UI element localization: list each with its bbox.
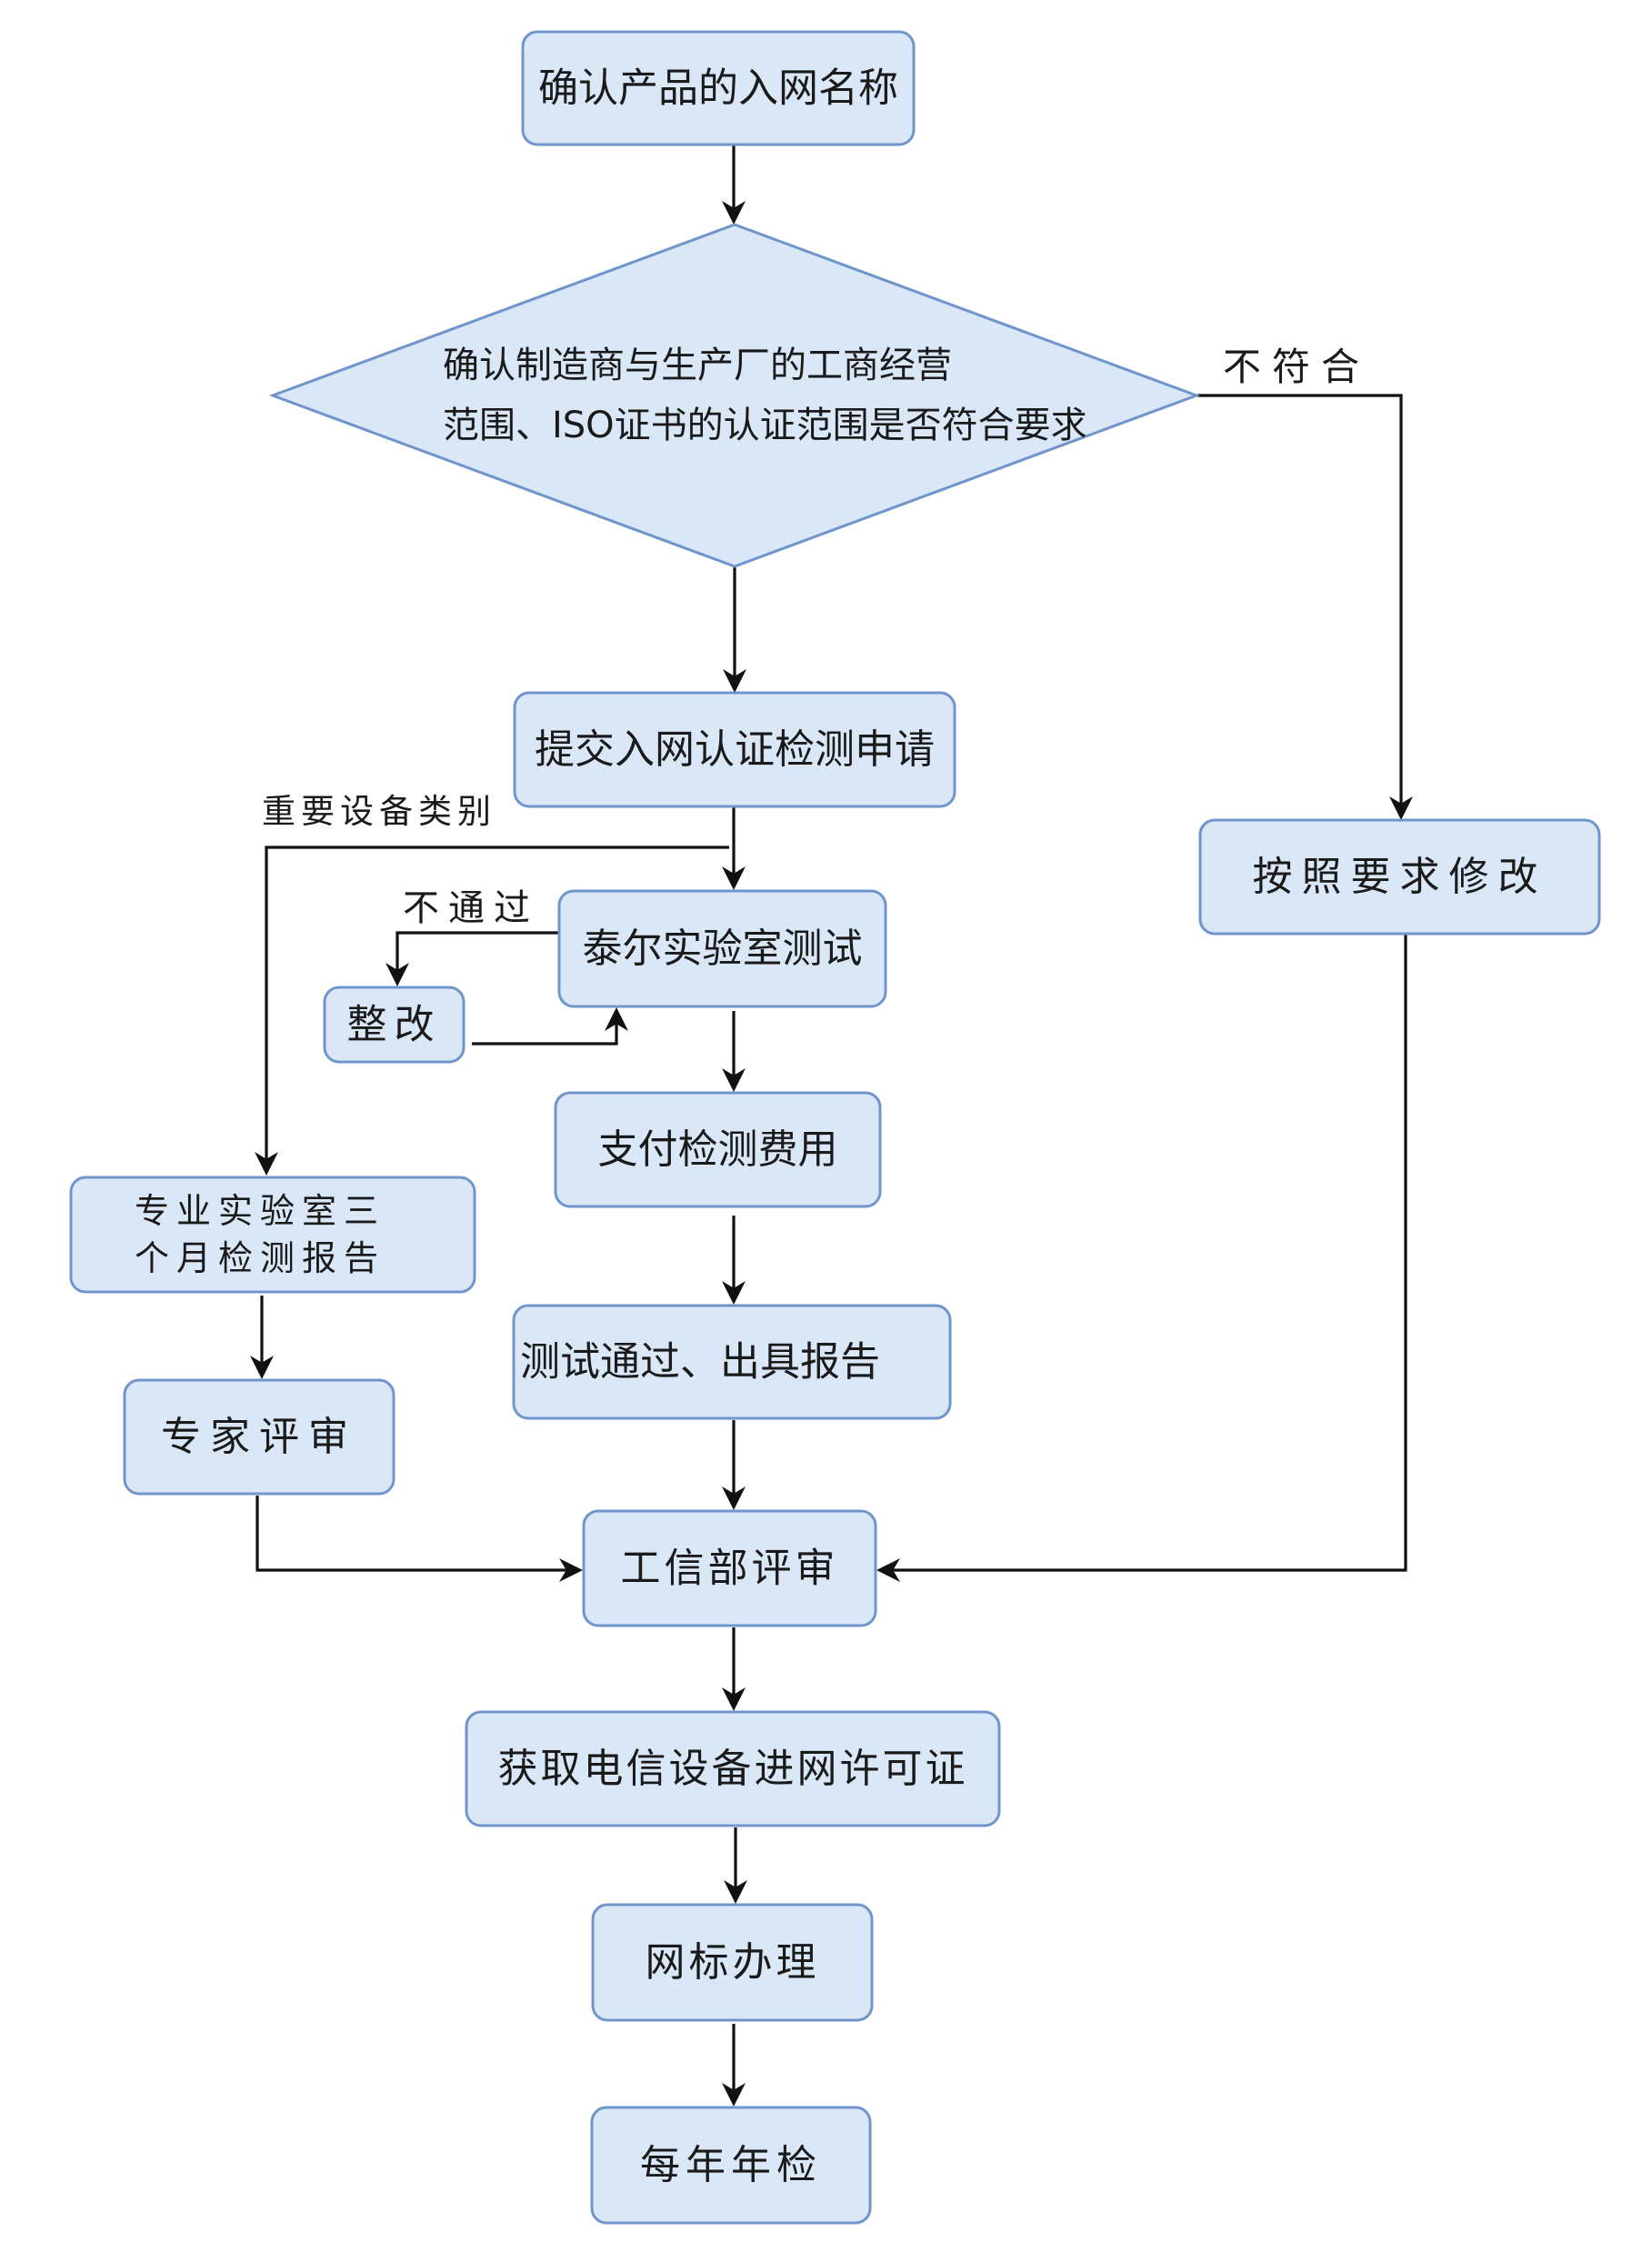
arrowhead-icon xyxy=(876,1558,900,1582)
arrowhead-icon xyxy=(250,1356,274,1379)
arrowhead-icon xyxy=(722,1687,746,1711)
arrowhead-icon xyxy=(722,1486,746,1510)
edge-get-license-to-nal-label xyxy=(724,1827,747,1904)
edge-label: 重要设备类别 xyxy=(262,792,496,831)
connector-line xyxy=(395,931,559,970)
edge-label: 不通过 xyxy=(403,887,539,929)
process-box xyxy=(521,30,916,146)
process-box xyxy=(512,1304,952,1420)
connector-line xyxy=(1197,394,1403,804)
process-box xyxy=(1198,818,1601,936)
flow-node-test-passed: 测试通过、出具报告 xyxy=(512,1304,952,1420)
flow-node-annual-check: 每年年检 xyxy=(590,2106,872,2225)
arrowhead-icon xyxy=(722,1281,746,1305)
nodes-layer: 确认产品的入网名称确认制造商与生产厂的工商经营范围、ISO证书的认证范围是否符合… xyxy=(69,30,1601,2225)
arrowhead-icon xyxy=(722,201,746,225)
process-box xyxy=(591,1903,874,2022)
arrowhead-icon xyxy=(722,2083,746,2107)
connector-line xyxy=(265,846,729,1159)
arrowhead-icon xyxy=(255,1152,278,1176)
edge-confirm-name-to-check-scope xyxy=(722,145,746,225)
connector-line xyxy=(893,935,1407,1572)
process-box xyxy=(69,1176,476,1294)
node-label: 整改 xyxy=(347,1002,442,1048)
edge-pro-lab-report-to-expert-review xyxy=(250,1296,274,1379)
arrowhead-icon xyxy=(723,669,746,693)
node-label: 泰尔实验室测试 xyxy=(583,926,863,972)
edge-rectify-to-tail-lab-test xyxy=(472,1007,628,1046)
process-box xyxy=(557,889,887,1008)
flow-node-tail-lab-test: 泰尔实验室测试 xyxy=(557,889,887,1008)
process-box xyxy=(554,1091,882,1208)
node-label: 测试通过、出具报告 xyxy=(520,1339,880,1386)
arrowhead-icon xyxy=(722,1068,746,1092)
process-box xyxy=(513,691,956,808)
edge-check-scope-to-modify xyxy=(1197,394,1413,820)
node-label: 专业实验室三 xyxy=(135,1191,385,1231)
arrowhead-icon xyxy=(559,1558,583,1582)
node-label: 提交入网认证检测申请 xyxy=(535,726,935,773)
process-box xyxy=(465,1710,1001,1827)
node-label: 范围、ISO证书的认证范围是否符合要求 xyxy=(443,405,1087,446)
node-label: 专家评审 xyxy=(161,1414,357,1460)
arrowhead-icon xyxy=(1389,796,1413,820)
edge-label: 不符合 xyxy=(1223,345,1370,389)
edge-submit-application-to-tail-lab-test xyxy=(722,806,746,890)
edge-modify-to-miit-review xyxy=(876,935,1407,1582)
decision-diamond xyxy=(268,223,1201,568)
arrowhead-icon xyxy=(724,1880,747,1904)
node-label: 工信部评审 xyxy=(621,1546,839,1592)
arrowhead-icon xyxy=(605,1007,628,1031)
flow-node-submit-application: 提交入网认证检测申请 xyxy=(513,691,956,808)
edge-tail-lab-test-to-pay-fee xyxy=(722,1011,746,1092)
edge-pay-fee-to-test-passed xyxy=(722,1216,746,1305)
edge-miit-review-to-get-license xyxy=(722,1627,746,1711)
edges-layer xyxy=(250,145,1413,2107)
flow-node-modify: 按照要求修改 xyxy=(1198,818,1601,936)
node-label: 每年年检 xyxy=(640,2142,822,2188)
edge-nal-label-to-annual-check xyxy=(722,2024,746,2107)
process-box xyxy=(590,2106,872,2225)
flow-node-nal-label: 网标办理 xyxy=(591,1903,874,2022)
edge-test-passed-to-miit-review xyxy=(722,1420,746,1510)
flow-node-miit-review: 工信部评审 xyxy=(582,1509,877,1627)
node-label: 按照要求修改 xyxy=(1253,854,1547,900)
node-label: 个月检测报告 xyxy=(135,1238,385,1278)
node-label: 确认产品的入网名称 xyxy=(538,65,898,112)
arrowhead-icon xyxy=(385,963,409,986)
node-label: 网标办理 xyxy=(646,1939,820,1986)
connector-line xyxy=(472,1024,618,1046)
node-label: 支付检测费用 xyxy=(598,1126,838,1173)
edge-check-scope-to-submit-application xyxy=(723,567,746,693)
flow-node-pay-fee: 支付检测费用 xyxy=(554,1091,882,1208)
arrowhead-icon xyxy=(722,866,746,890)
node-label: 获取电信设备进网许可证 xyxy=(498,1746,968,1792)
connector-line xyxy=(255,1496,566,1572)
flow-node-rectify: 整改 xyxy=(323,986,466,1064)
process-box xyxy=(323,986,466,1064)
flow-node-get-license: 获取电信设备进网许可证 xyxy=(465,1710,1001,1827)
edge-expert-review-to-miit-review xyxy=(255,1496,583,1582)
process-box xyxy=(123,1378,395,1496)
edge-submit-application-to-pro-lab-report xyxy=(255,846,729,1176)
node-label: 确认制造商与生产厂的工商经营 xyxy=(443,345,952,386)
flow-node-confirm-name: 确认产品的入网名称 xyxy=(521,30,916,146)
edge-tail-lab-test-to-rectify xyxy=(385,931,559,986)
flow-node-expert-review: 专家评审 xyxy=(123,1378,395,1496)
process-box xyxy=(582,1509,877,1627)
